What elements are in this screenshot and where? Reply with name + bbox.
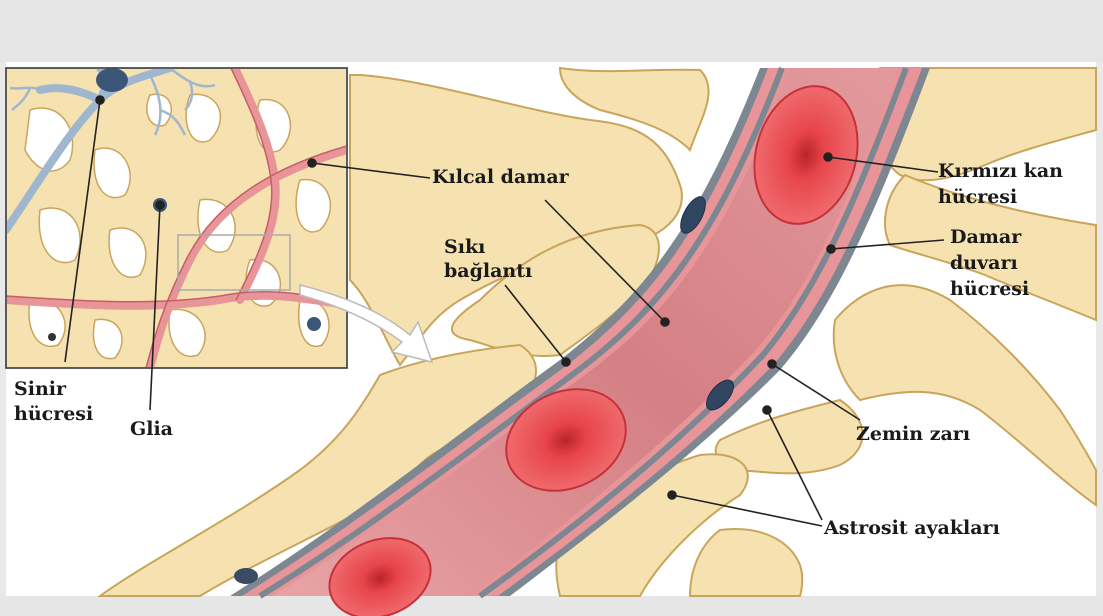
label-vessel-wall-cell-1: Damar	[950, 226, 1021, 249]
inset-panel	[6, 68, 347, 368]
label-vessel-wall-cell-3: hücresi	[950, 278, 1029, 301]
label-astrocyte-feet: Astrosit ayakları	[824, 517, 1000, 540]
label-nerve-cell-1: Sinir	[14, 378, 66, 401]
label-glia: Glia	[130, 418, 173, 441]
label-tight-junction-1: Sıkı	[444, 236, 485, 259]
label-red-blood-cell-2: hücresi	[938, 186, 1017, 209]
top-band	[0, 0, 1103, 62]
label-vessel-wall-cell-2: duvarı	[950, 252, 1018, 275]
label-tight-junction-2: bağlantı	[444, 260, 532, 283]
label-basement-membrane: Zemin zarı	[856, 423, 970, 446]
label-nerve-cell-2: hücresi	[14, 403, 93, 426]
label-red-blood-cell-1: Kırmızı kan	[938, 160, 1063, 183]
label-capillary: Kılcal damar	[432, 166, 569, 189]
